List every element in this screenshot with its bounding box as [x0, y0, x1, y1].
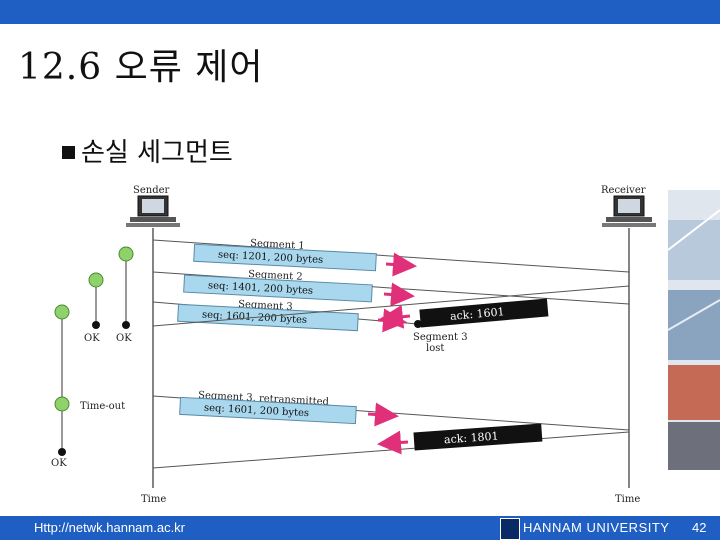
footer-url-link[interactable]: Http://netwk.hannam.ac.kr	[34, 520, 185, 535]
ack1-box: ack: 1601	[419, 298, 548, 327]
timer2-icon	[89, 273, 103, 287]
lost-label-line1: Segment 3	[413, 332, 468, 343]
timer2-stop-dot	[92, 321, 100, 329]
timeout-label: Time-out	[80, 401, 125, 412]
ok-label-2: OK	[84, 333, 100, 344]
timer1-icon	[119, 247, 133, 261]
ack2-arrow	[380, 442, 408, 444]
ack2-line	[153, 432, 629, 468]
segment2-arrow	[384, 294, 412, 296]
ok-label-1: OK	[116, 333, 132, 344]
ack2-box: ack: 1801	[413, 424, 542, 451]
time-label-left: Time	[141, 494, 166, 505]
footer-university-name: HANNAM UNIVERSITY	[523, 520, 669, 535]
timer3-icon	[55, 305, 69, 319]
retrans-arrow	[368, 414, 396, 416]
timer1-stop-dot	[122, 321, 130, 329]
sender-label: Sender	[133, 185, 170, 196]
sender-computer-icon	[126, 196, 180, 227]
segment1-arrow	[386, 264, 414, 266]
segment3-arrow	[378, 320, 404, 322]
lost-label-line2: lost	[426, 343, 444, 354]
ok-label-3: OK	[51, 458, 67, 469]
time-label-right: Time	[615, 494, 640, 505]
receiver-computer-icon	[602, 196, 656, 227]
university-logo-icon	[500, 518, 520, 540]
receiver-label: Receiver	[601, 185, 646, 196]
timer3-stop-dot	[58, 448, 66, 456]
timer3-restart-icon	[55, 397, 69, 411]
ack1-arrow	[382, 316, 410, 319]
page-number: 42	[692, 520, 706, 535]
